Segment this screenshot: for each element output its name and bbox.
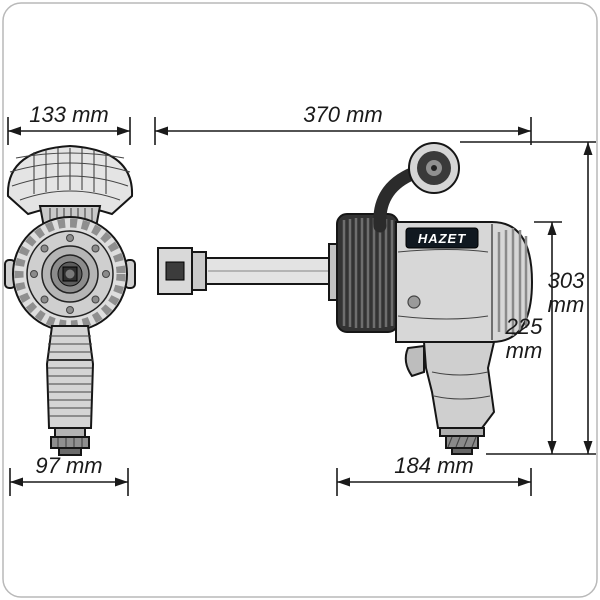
side-grip <box>422 341 496 429</box>
dim-side-length-total: 370 mm <box>154 102 532 145</box>
dim-133-label: 133 mm <box>29 102 108 127</box>
dim-303-unit: mm <box>548 292 585 317</box>
side-carry-handle <box>373 142 460 233</box>
front-air-inlet <box>50 427 90 456</box>
dim-97-label: 97 mm <box>35 453 102 478</box>
brand-plate <box>405 227 479 249</box>
square-drive-side <box>165 261 185 281</box>
dim-side-length-body: 184 mm <box>336 453 532 496</box>
dim-side-height-body: 225 mm <box>505 221 562 454</box>
side-anvil <box>157 243 340 301</box>
front-top-bumper <box>6 144 134 216</box>
reverse-button <box>407 295 421 309</box>
front-grip <box>45 325 95 429</box>
front-view <box>4 144 136 456</box>
dim-225-value: 225 <box>505 314 543 339</box>
front-hammer-case <box>12 216 128 332</box>
dim-front-width-bottom: 97 mm <box>9 453 129 496</box>
side-hammer-case <box>336 213 399 333</box>
side-air-inlet <box>439 427 485 455</box>
dim-front-width-top: 133 mm <box>7 102 131 145</box>
brand-label: HAZET <box>418 231 466 246</box>
dim-303-value: 303 <box>548 268 585 293</box>
dim-370-label: 370 mm <box>303 102 382 127</box>
drive-pin-front <box>65 269 75 279</box>
dim-225-unit: mm <box>506 338 543 363</box>
trigger <box>404 344 425 378</box>
side-view: HAZET <box>157 142 534 455</box>
dim-184-label: 184 mm <box>394 453 473 478</box>
handle-strap <box>373 166 421 233</box>
dim-side-height-total: 303 mm <box>460 141 596 455</box>
side-motor-housing: HAZET <box>395 221 534 343</box>
scallop-ring <box>14 218 126 330</box>
